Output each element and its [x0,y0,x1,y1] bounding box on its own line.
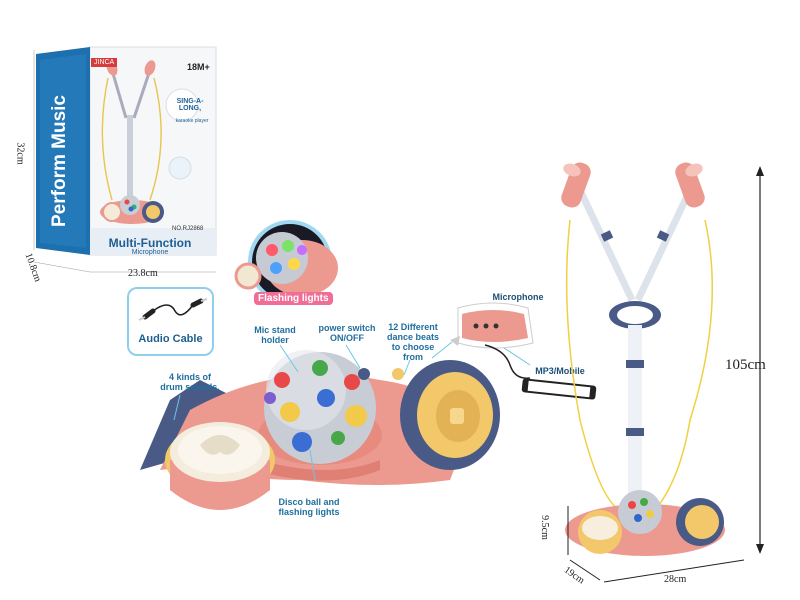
age-label: 18M+ [187,62,210,72]
mic-holder-callout: Mic stand holder [254,325,296,345]
disco-ball-callout: Disco ball and flashing lights [278,497,340,517]
mp3-callout: MP3/Mobile [535,366,585,376]
box-width-label: 23.8cm [128,268,158,279]
port-inset [448,298,538,358]
microphone-callout: Microphone [492,292,544,302]
product-width-label: 28cm [664,574,687,585]
audio-cable-panel: Audio Cable [127,287,214,356]
box-front-subtitle: Microphone [131,249,169,256]
product-base-height-label: 9.5cm [538,515,550,540]
flashing-lights-inset: Flashing lights [230,220,350,310]
box-feature-sub: karaoke player [175,118,209,124]
phone-cable [484,344,531,379]
box-front-title: Multi-Function [108,236,192,250]
dance-beats-callout: 12 Different dance beats to choose from [386,322,440,362]
drum-toy-closeup [130,340,510,540]
audio-cable-label: Audio Cable [138,333,203,345]
product-box: JINCA 18M+ Perform Music SING-A-LONG, ka… [0,0,230,290]
product-height-label: 105cm [725,357,766,373]
drum-sounds-callout: 4 kinds of drum sounds. [160,372,220,392]
item-number: NO.RJ2868 [172,226,204,232]
brand-logo: JINCA [91,58,118,67]
mobile-phone [520,372,598,402]
power-switch-callout: power switch ON/OFF [318,323,376,343]
full-microphone-stand [540,160,750,590]
flashing-lights-label: Flashing lights [254,292,333,305]
box-feature-title: SING-A-LONG, [176,98,204,112]
